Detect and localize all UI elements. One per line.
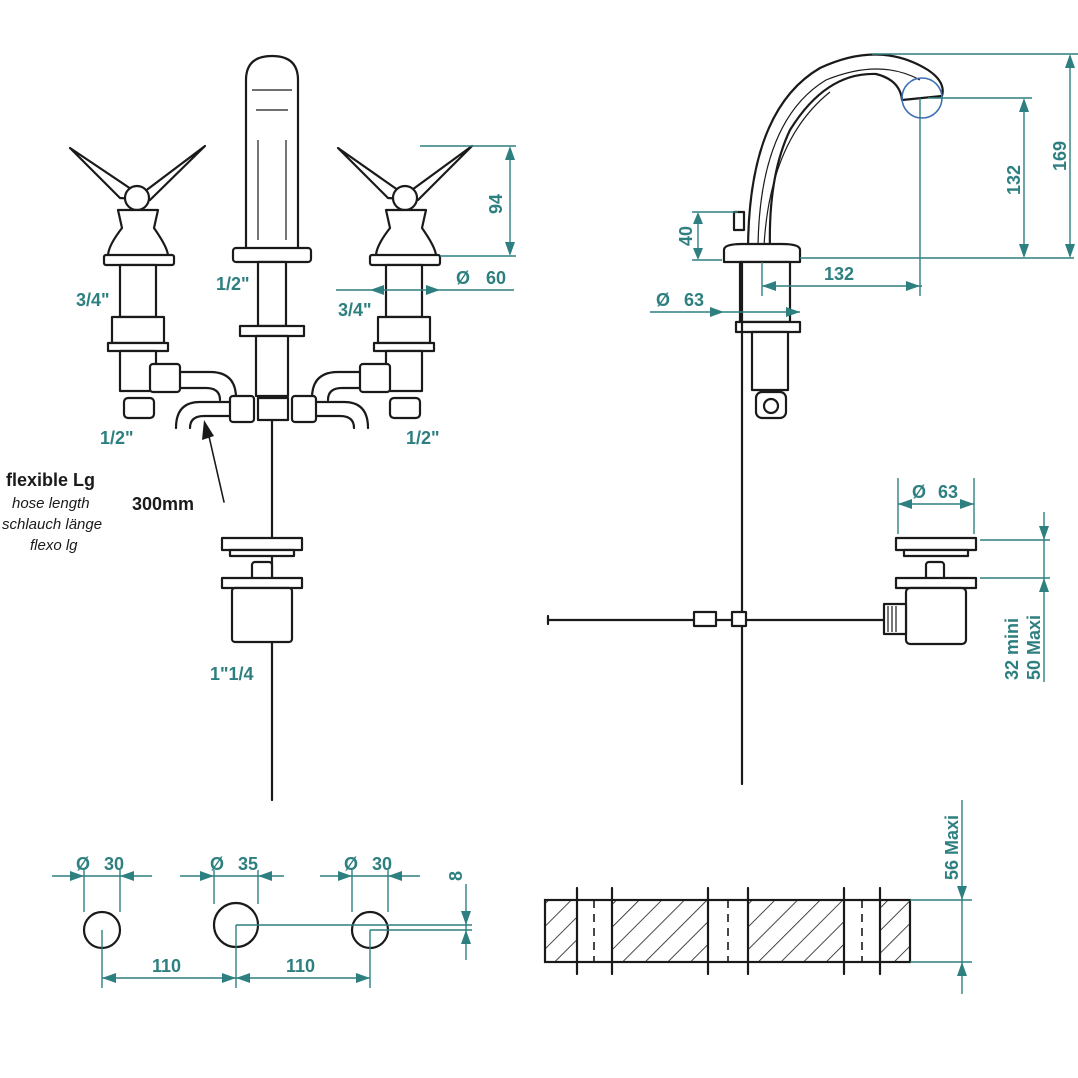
left-inlet-thread: 1/2"	[100, 428, 134, 448]
left-handle	[68, 144, 207, 420]
connectors	[148, 362, 392, 430]
base-height-label: 40	[676, 226, 696, 246]
spacing-right-label: 110	[286, 956, 315, 976]
diameter-symbol-hole-center: Ø	[210, 854, 224, 874]
hole-right-label: 30	[372, 854, 392, 874]
spacing-left-label: 110	[152, 956, 181, 976]
waste-thread: 1"1/4	[210, 664, 254, 684]
hole-layout: Ø 30 Ø 35 Ø 30 8 110 110	[52, 854, 472, 988]
diameter-symbol-hole-right: Ø	[344, 854, 358, 874]
waste-front	[220, 536, 304, 644]
waste-adjust-min: 32 mini	[1002, 618, 1022, 680]
side-view: 40 Ø 63 132 132 169	[650, 53, 1078, 786]
right-handle-thread: 3/4"	[338, 300, 372, 320]
waste-side-view: Ø 63 32 mini 50 Maxi	[546, 478, 1050, 682]
hose-note: flexible Lg hose length schlauch länge f…	[2, 470, 194, 554]
waste-adjust-max: 50 Maxi	[1024, 615, 1044, 680]
spout-reach-label: 132	[824, 264, 854, 284]
spout	[231, 54, 313, 802]
hose-note-title: flexible Lg	[6, 470, 95, 490]
diameter-symbol: Ø	[456, 268, 470, 288]
dim-handle-height: 94	[420, 145, 516, 257]
base-diameter-label: 63	[684, 290, 704, 310]
hose-note-es: flexo lg	[30, 537, 78, 554]
total-height-label: 169	[1050, 141, 1070, 171]
right-handle	[336, 144, 474, 420]
right-inlet-thread: 1/2"	[406, 428, 440, 448]
hole-center-label: 35	[238, 854, 258, 874]
handle-height-label: 94	[486, 194, 506, 214]
diameter-symbol-side: Ø	[656, 290, 670, 310]
deck-thickness-label: 56 Maxi	[942, 815, 962, 880]
hose-note-en: hose length	[12, 495, 90, 512]
dim-handle-diameter: Ø 60	[336, 268, 514, 295]
left-handle-thread: 3/4"	[76, 290, 110, 310]
spout-thread: 1/2"	[216, 274, 250, 294]
hose-arrow	[202, 420, 225, 503]
diameter-symbol-waste: Ø	[912, 482, 926, 502]
handle-diameter-label: 60	[486, 268, 506, 288]
front-view: 94 Ø 60 3/4" 3/4" 1/2" 1/2" 1/2" 1"1/4	[68, 54, 516, 802]
hose-length: 300mm	[132, 494, 194, 514]
deck-section: 56 Maxi	[543, 800, 972, 994]
offset-label: 8	[446, 871, 466, 881]
outlet-height-label: 132	[1004, 165, 1024, 195]
diameter-symbol-hole-left: Ø	[76, 854, 90, 874]
waste-diameter-label: 63	[938, 482, 958, 502]
hose-note-de: schlauch länge	[2, 516, 102, 533]
hole-left-label: 30	[104, 854, 124, 874]
